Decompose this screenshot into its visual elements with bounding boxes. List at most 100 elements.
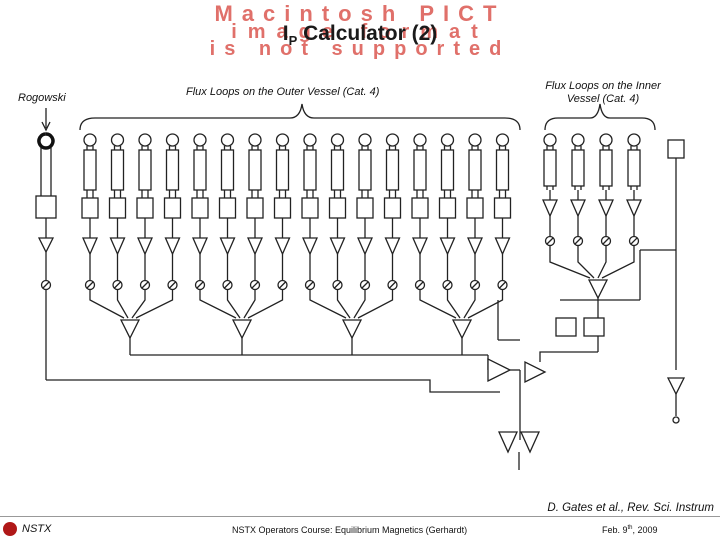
outer-channel-1-potentiometer-wiper bbox=[86, 281, 94, 289]
outer-channel-2-potentiometer bbox=[112, 279, 123, 291]
rogowski-coil-icon bbox=[37, 132, 55, 150]
outer-channel-1-potentiometer bbox=[84, 279, 96, 291]
inner-channel-1-connector bbox=[543, 133, 557, 147]
outer-group-2-input bbox=[243, 290, 256, 319]
outer-channel-12-potentiometer bbox=[387, 279, 398, 291]
outer-channel-5-amplifier bbox=[192, 237, 208, 256]
outer-channel-9-potentiometer-wiper bbox=[306, 281, 314, 289]
outer-group-4-input bbox=[419, 290, 457, 319]
inner-group-input bbox=[549, 246, 591, 279]
outer-group-3-input bbox=[357, 290, 394, 319]
banner-line-1: Macintosh PICT bbox=[214, 1, 505, 26]
outer-channel-13-potentiometer bbox=[414, 279, 426, 291]
outer-channel-12-label-block bbox=[385, 149, 400, 191]
ip-output-terminal-icon bbox=[672, 416, 680, 424]
outer-channel-10-integrator bbox=[328, 197, 347, 219]
inner-total-amplifier bbox=[524, 360, 547, 384]
outer-channel-4-amplifier bbox=[164, 237, 181, 256]
outer-channel-16-potentiometer-wiper bbox=[499, 281, 506, 289]
outer-channel-9-amplifier bbox=[302, 237, 318, 256]
outer-loops-brace bbox=[79, 103, 521, 131]
outer-channel-13-integrator bbox=[411, 197, 429, 219]
ip-calculator-schematic bbox=[35, 103, 686, 470]
outer-channel-12-connector bbox=[385, 133, 400, 147]
outer-channel-6-potentiometer-wiper bbox=[224, 281, 231, 289]
outer-channel-3-connector bbox=[138, 133, 152, 147]
outer-channel-8-potentiometer-wiper bbox=[279, 281, 286, 289]
outer-channel-3-potentiometer bbox=[139, 279, 151, 291]
rogowski-potentiometer bbox=[40, 279, 52, 291]
outer-channel-16-amplifier bbox=[494, 237, 511, 256]
outer-group-1-input bbox=[135, 290, 174, 319]
inner-channel-1-potentiometer-wiper bbox=[546, 237, 554, 245]
outer-channel-6-connector bbox=[220, 133, 235, 147]
outer-channel-3-amplifier bbox=[137, 237, 153, 256]
outer-channel-5-potentiometer bbox=[194, 279, 206, 291]
outer-channel-4-connector bbox=[165, 133, 180, 147]
outer-channel-8-integrator bbox=[273, 197, 292, 219]
inner-channel-3-potentiometer bbox=[600, 235, 612, 247]
outer-group-1-input bbox=[89, 290, 125, 319]
outer-channel-4-integrator bbox=[163, 197, 182, 219]
inner-channel-4-amplifier bbox=[626, 199, 642, 218]
outer-flux-loops-label: Flux Loops on the Outer Vessel (Cat. 4) bbox=[186, 86, 380, 98]
outer-channel-14-potentiometer bbox=[442, 279, 453, 291]
outer-group-2-input bbox=[199, 290, 237, 319]
outer-channel-11-connector bbox=[358, 133, 372, 147]
inner-channel-2-label-block bbox=[571, 149, 585, 187]
inner-wire bbox=[539, 351, 598, 362]
inner-channel-4-potentiometer-wiper bbox=[630, 237, 638, 245]
outer-channel-6-integrator bbox=[218, 197, 237, 219]
outer-channel-13-connector bbox=[413, 133, 427, 147]
rogowski-integrator-box bbox=[35, 195, 57, 219]
inner-group-input bbox=[601, 246, 635, 279]
inner-channel-1-label-block bbox=[543, 149, 557, 187]
final-stage-amp-b bbox=[519, 431, 541, 454]
outer-channel-7-connector bbox=[248, 133, 262, 147]
outer-group-3-input bbox=[336, 290, 351, 319]
rogowski-potentiometer-wiper bbox=[42, 281, 50, 289]
outer-channel-11-label-block bbox=[358, 149, 372, 191]
outer-channel-15-amplifier bbox=[467, 237, 483, 256]
footer-bar: NSTX NSTX Operators Course: Equilibrium … bbox=[0, 516, 720, 541]
unsupported-image-banner: Macintosh PICT image format is not suppo… bbox=[210, 1, 505, 60]
outer-channel-4-potentiometer bbox=[167, 279, 178, 291]
outer-group-4-summing-amp bbox=[451, 319, 473, 340]
outer-channel-6-label-block bbox=[220, 149, 235, 191]
outer-channel-12-amplifier bbox=[384, 237, 401, 256]
outer-channel-13-potentiometer-wiper bbox=[416, 281, 424, 289]
outer-group-1-summing-amp bbox=[119, 319, 141, 340]
outer-channel-16-integrator bbox=[493, 197, 512, 219]
inner-channel-1-potentiometer bbox=[544, 235, 556, 247]
outer-channel-14-label-block bbox=[440, 149, 455, 191]
inner-channel-4-connector bbox=[627, 133, 641, 147]
outer-channel-9-potentiometer bbox=[304, 279, 316, 291]
banner-line-2: image format bbox=[231, 21, 489, 43]
inner-channel-2-potentiometer bbox=[572, 235, 584, 247]
outer-channel-9-connector bbox=[303, 133, 317, 147]
outer-channel-15-label-block bbox=[468, 149, 482, 191]
outer-channel-15-integrator bbox=[466, 197, 484, 219]
outer-channel-1-connector bbox=[83, 133, 97, 147]
outer-channel-7-potentiometer-wiper bbox=[251, 281, 259, 289]
outer-channel-2-amplifier bbox=[109, 237, 126, 256]
reference-box bbox=[667, 139, 685, 159]
outer-channel-3-label-block bbox=[138, 149, 152, 191]
rogowski-to-final bbox=[46, 379, 500, 393]
outer-channel-5-connector bbox=[193, 133, 207, 147]
outer-channel-1-label-block bbox=[83, 149, 97, 191]
outer-channel-15-connector bbox=[468, 133, 482, 147]
inner-group-input bbox=[577, 246, 595, 279]
outer-channel-1-amplifier bbox=[82, 237, 98, 256]
outer-channel-7-amplifier bbox=[247, 237, 263, 256]
outer-channel-4-potentiometer-wiper bbox=[169, 281, 176, 289]
outer-channel-2-potentiometer-wiper bbox=[114, 281, 121, 289]
outer-group-1-input bbox=[131, 290, 146, 319]
inner-aux-box-b bbox=[583, 317, 605, 337]
outer-channel-15-potentiometer-wiper bbox=[471, 281, 479, 289]
footer-left: NSTX bbox=[22, 523, 52, 535]
outer-channel-5-label-block bbox=[193, 149, 207, 191]
outer-channel-12-integrator bbox=[383, 197, 402, 219]
outer-channel-8-potentiometer bbox=[277, 279, 288, 291]
outer-channel-2-connector bbox=[110, 133, 125, 147]
